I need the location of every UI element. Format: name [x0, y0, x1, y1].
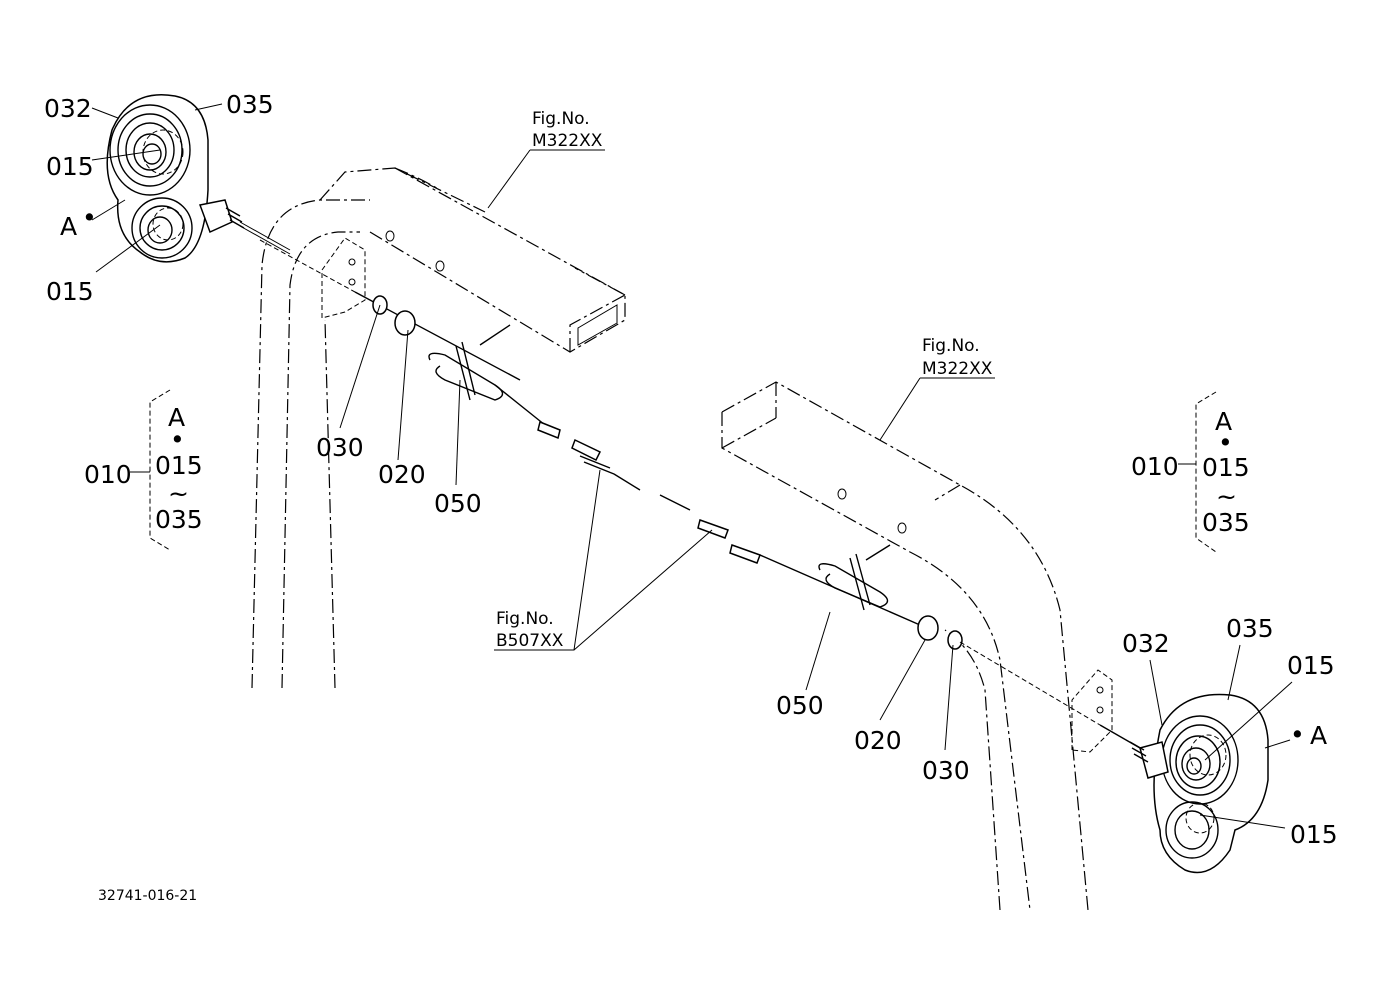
label-015-right-lower: 015 [1290, 820, 1338, 849]
label-050-right: 050 [776, 691, 824, 720]
label-010-left: 010 [84, 460, 132, 489]
label-035-left: 035 [226, 90, 274, 119]
label-015-left-upper: 015 [46, 152, 94, 181]
label-010-right: 010 [1131, 452, 1179, 481]
label-035-right: 035 [1226, 614, 1274, 643]
left-work-lamp [106, 94, 291, 263]
label-tilde-set-right: ~ [1216, 482, 1237, 511]
fig-left-code: M322XX [532, 131, 603, 151]
label-A-left: A [60, 212, 77, 241]
label-A-set-right: A [1215, 407, 1232, 436]
fig-left-title: Fig.No. [532, 109, 590, 129]
label-035-set-left: 035 [155, 505, 203, 534]
label-020-right: 020 [854, 726, 902, 755]
right-work-lamp [1129, 693, 1269, 874]
fig-right-title: Fig.No. [922, 336, 980, 356]
label-dot-set-left: • [170, 425, 185, 454]
fig-mid-code: B507XX [496, 631, 564, 651]
label-015-set-right: 015 [1202, 453, 1250, 482]
label-030-left: 030 [316, 433, 364, 462]
label-A-left-dot: • [82, 203, 97, 232]
label-015-left-lower: 015 [46, 277, 94, 306]
label-A-set-left: A [168, 403, 185, 432]
label-A-right: A [1310, 721, 1327, 750]
fig-right-code: M322XX [922, 359, 993, 379]
label-tilde-set-left: ~ [168, 479, 189, 508]
label-020-left: 020 [378, 460, 426, 489]
label-032-left: 032 [44, 94, 92, 123]
label-035-set-right: 035 [1202, 508, 1250, 537]
right-wiring [659, 494, 1141, 749]
label-015-set-left: 015 [155, 451, 203, 480]
leader-lines [91, 103, 1293, 829]
diagram-code: 32741-016-21 [98, 888, 197, 904]
label-A-right-dot: • [1290, 720, 1305, 749]
label-050-left: 050 [434, 489, 482, 518]
part-labels: 032 035 015 A • 015 030 020 050 010 A • … [44, 90, 1338, 904]
right-frame-phantom [721, 381, 1113, 911]
label-032-right: 032 [1122, 629, 1170, 658]
label-015-right-upper: 015 [1287, 651, 1335, 680]
label-030-right: 030 [922, 756, 970, 785]
left-wiring [259, 239, 641, 491]
label-dot-set-right: • [1218, 428, 1233, 457]
fig-mid-title: Fig.No. [496, 609, 554, 629]
left-frame-phantom [251, 167, 626, 689]
